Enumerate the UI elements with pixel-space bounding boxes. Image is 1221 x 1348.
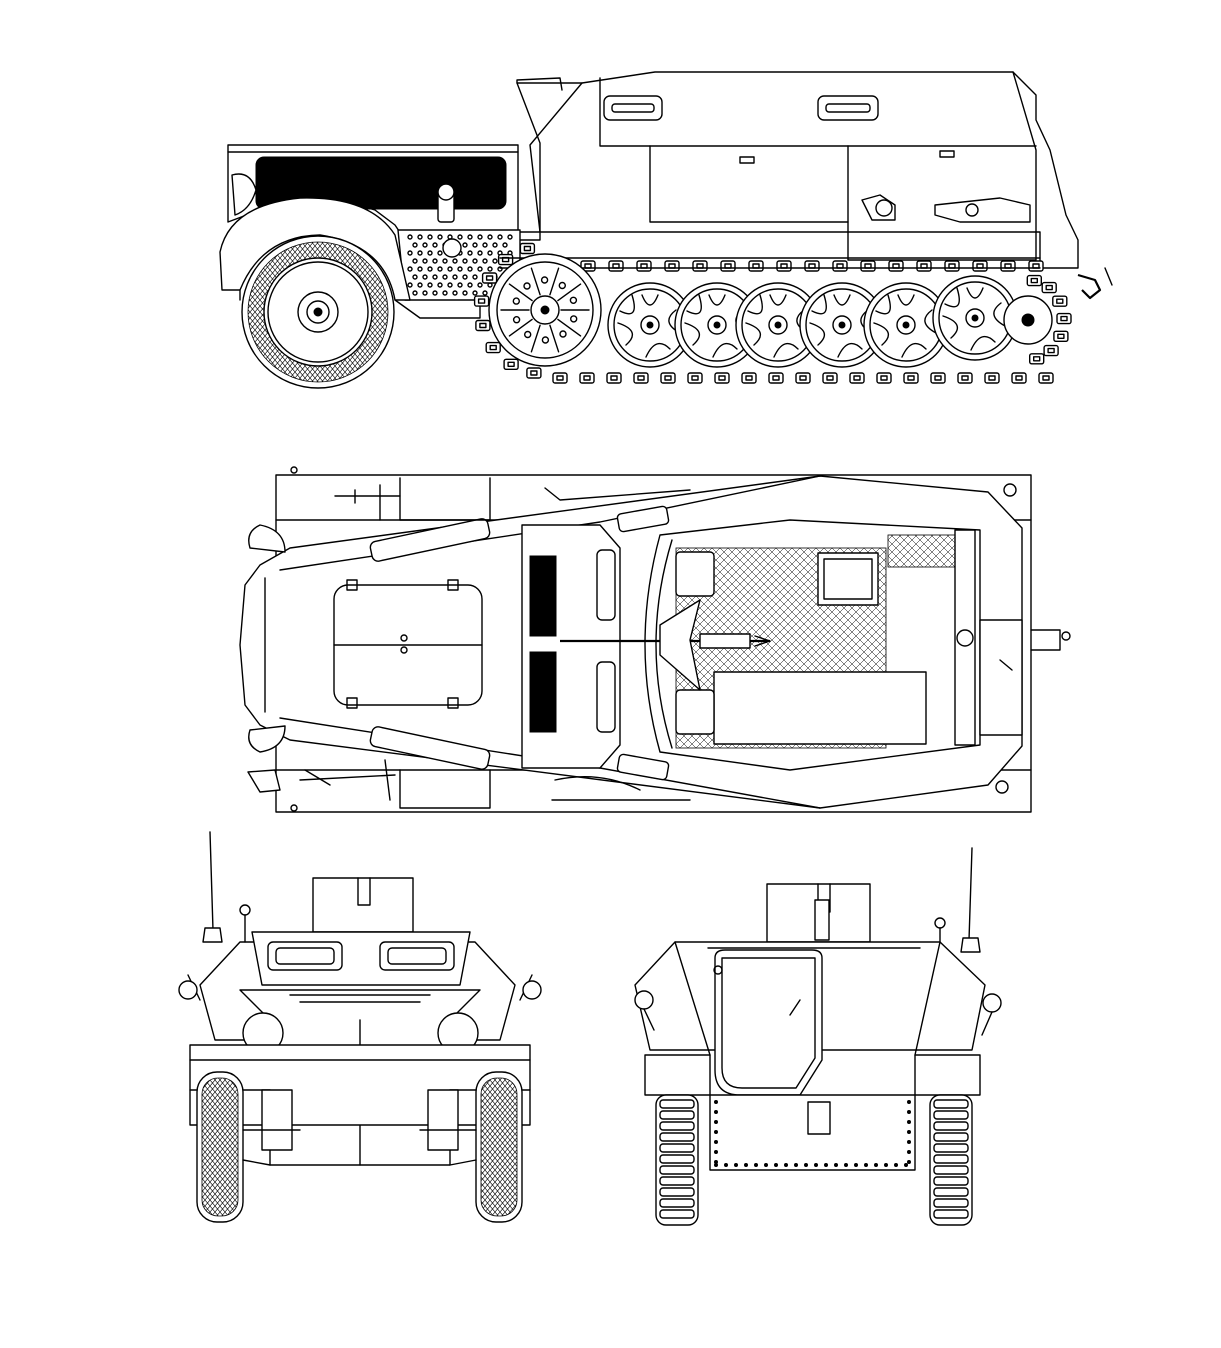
rear-antenna [968,847,973,941]
side-view [219,71,1113,389]
top-headlight-left [248,524,286,553]
side-tow-hook [1077,273,1102,300]
front-vision-slit-right [379,941,455,971]
front-view [178,831,542,1223]
rear-rivets [714,1100,911,1167]
front-antenna [209,831,214,931]
top-vision-block-right [529,651,557,733]
top-vision-block-left [529,555,557,637]
front-tire-right [475,1071,523,1223]
side-track-upper-run [552,260,1044,272]
front-vision-slit-left [267,941,343,971]
rear-track-left [655,1094,699,1226]
side-armor-superstructure [516,71,1079,269]
rear-view [634,847,1002,1226]
rear-track-right [929,1094,973,1226]
side-vision-port-rear [817,95,879,121]
top-bench-seat [713,671,927,745]
rear-door [714,949,823,1096]
top-headlight-right [248,725,286,753]
side-drive-sprocket [488,253,602,367]
top-view [239,466,1071,813]
rear-tow-coupling [807,1101,831,1135]
top-radio-box [817,552,879,606]
front-tire-left [196,1071,244,1223]
side-vision-port-front [603,95,663,121]
